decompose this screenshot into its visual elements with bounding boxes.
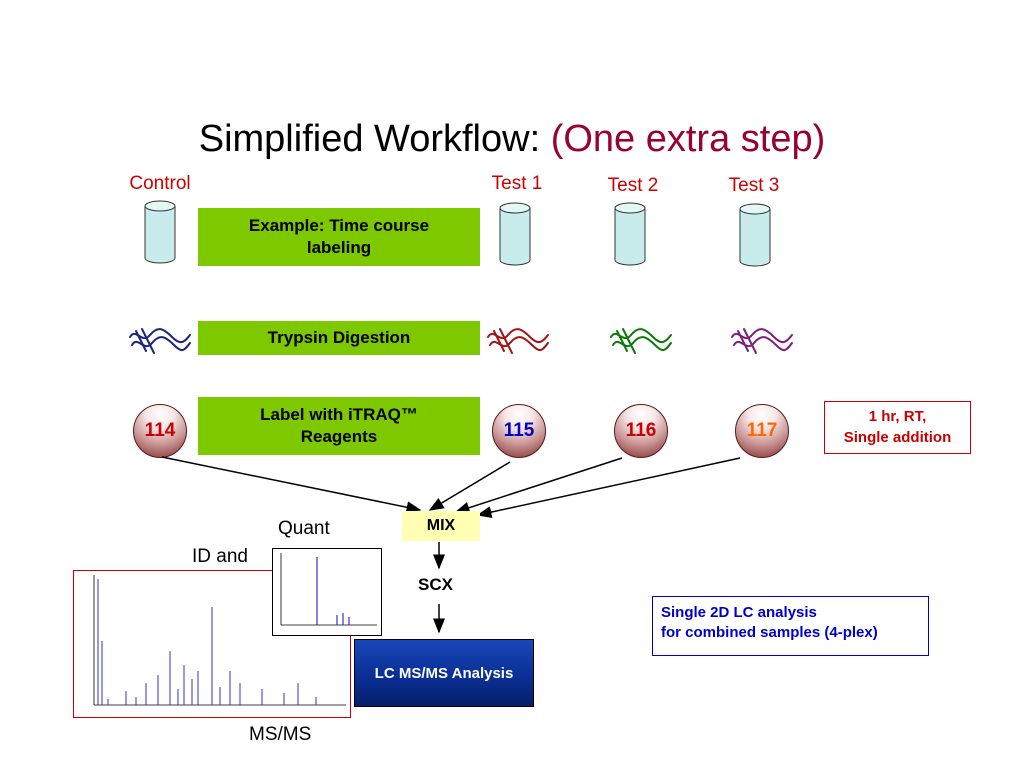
mix-box: MIX bbox=[402, 511, 480, 541]
tag-117-label: 117 bbox=[746, 420, 778, 441]
quant-spectrum-thumbnail bbox=[272, 548, 382, 636]
note-line2: Single addition bbox=[843, 428, 952, 446]
arrow-114-to-mix bbox=[161, 456, 422, 514]
scx-label: SCX bbox=[418, 575, 453, 594]
single-analysis-box: Single 2D LC analysis for combined sampl… bbox=[652, 596, 929, 656]
msms-spectrum-plot bbox=[93, 575, 346, 706]
quant-spectrum-plot bbox=[280, 553, 377, 626]
step-time-course-label: Example: Time course labeling bbox=[248, 215, 430, 257]
step-label-itraq-label: Label with iTRAQ™ Reagents bbox=[260, 404, 418, 446]
tag-115: 115 bbox=[492, 404, 546, 458]
peptide-test2-icon bbox=[610, 328, 672, 354]
lcms-box: LC MS/MS Analysis bbox=[354, 639, 534, 707]
tube-test3-icon bbox=[739, 203, 771, 267]
label-test2: Test 2 bbox=[607, 175, 659, 196]
arrow-115-to-mix bbox=[428, 461, 511, 511]
tag-114: 114 bbox=[133, 404, 187, 458]
label-control: Control bbox=[129, 173, 191, 194]
peptide-test3-icon bbox=[731, 328, 793, 354]
tag-115-label: 115 bbox=[503, 420, 535, 441]
msms-label: MS/MS bbox=[249, 724, 312, 745]
label-test3: Test 3 bbox=[728, 175, 780, 196]
tube-test2-icon bbox=[614, 202, 646, 266]
title-accent: (One extra step) bbox=[550, 118, 826, 160]
quant-label: Quant bbox=[278, 518, 330, 539]
tube-control-icon bbox=[144, 200, 176, 264]
mix-label: MIX bbox=[426, 517, 456, 534]
lcms-label: LC MS/MS Analysis bbox=[374, 664, 514, 682]
step-trypsin-label: Trypsin Digestion bbox=[267, 327, 411, 347]
id-and-label: ID and bbox=[192, 546, 248, 567]
arrow-116-to-mix bbox=[454, 457, 623, 514]
step-time-course: Example: Time course labeling bbox=[198, 208, 480, 266]
tag-114-label: 114 bbox=[144, 420, 176, 441]
tag-116-label: 116 bbox=[625, 420, 657, 441]
tag-116: 116 bbox=[614, 404, 668, 458]
note-box: 1 hr, RT, Single addition bbox=[824, 401, 971, 454]
single-analysis-line1: Single 2D LC analysis bbox=[661, 604, 817, 621]
peptide-test1-icon bbox=[487, 328, 549, 354]
step-label-itraq: Label with iTRAQ™ Reagents bbox=[198, 397, 480, 455]
single-analysis-line2: for combined samples (4-plex) bbox=[661, 624, 878, 642]
title-main: Simplified Workflow: bbox=[198, 118, 541, 160]
label-test1: Test 1 bbox=[491, 173, 543, 194]
tube-test1-icon bbox=[499, 202, 531, 266]
tag-117: 117 bbox=[735, 404, 789, 458]
peptide-control-icon bbox=[129, 328, 191, 354]
note-line1: 1 hr, RT, bbox=[868, 408, 927, 426]
step-trypsin: Trypsin Digestion bbox=[198, 321, 480, 355]
arrow-117-to-mix bbox=[476, 457, 741, 518]
slide-title: Simplified Workflow: (One extra step) bbox=[0, 118, 1024, 161]
